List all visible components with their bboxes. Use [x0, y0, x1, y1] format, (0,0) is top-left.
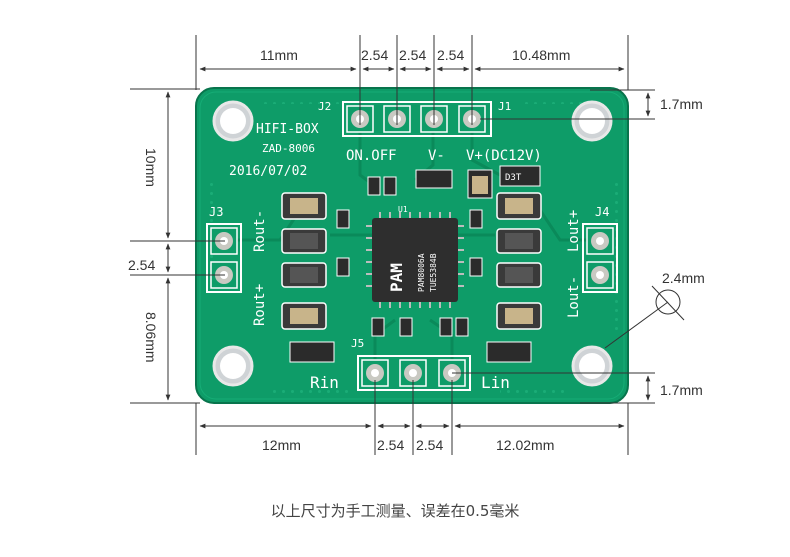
label-j3: J3 — [209, 205, 223, 219]
capacitor — [472, 176, 488, 194]
measurement-note: 以上尺寸为手工测量、误差在0.5毫米 — [270, 502, 520, 520]
label-j1: J1 — [498, 100, 511, 113]
inductors-left — [281, 192, 327, 330]
dim-top-pitch-1: 2.54 — [361, 47, 388, 63]
mounting-hole-bottom-right — [571, 345, 613, 387]
label-j4: J4 — [595, 205, 609, 219]
smd-components — [289, 165, 541, 363]
dim-left-pitch: 2.54 — [128, 257, 155, 273]
dim-left-lower: 8.06mm — [143, 312, 159, 363]
label-model: ZAD-8006 — [262, 142, 315, 155]
dim-top-pitch-3: 2.54 — [437, 47, 464, 63]
label-date: 2016/07/02 — [229, 164, 307, 179]
label-lin: Lin — [481, 373, 510, 392]
label-v-plus: V+(DC12V) — [466, 148, 542, 164]
dim-right-bottom-offset: 1.7mm — [660, 382, 703, 398]
label-j2: J2 — [318, 100, 331, 113]
dim-top-left: 11mm — [260, 47, 298, 63]
label-diode: D3T — [505, 173, 522, 183]
chip-logo: PAM — [387, 263, 406, 292]
amplifier-ic — [366, 212, 464, 308]
dim-hole-diameter: 2.4mm — [662, 270, 705, 286]
label-u1: U1 — [398, 205, 408, 214]
mounting-hole-top-right — [571, 100, 613, 142]
dim-top-pitch-2: 2.54 — [399, 47, 426, 63]
dim-right-top-offset: 1.7mm — [660, 96, 703, 112]
label-rout-plus: Rout+ — [252, 284, 268, 326]
label-rin: Rin — [310, 373, 339, 392]
label-j5: J5 — [351, 337, 364, 350]
label-lout-plus: Lout+ — [566, 210, 582, 252]
label-v-minus: V- — [428, 148, 445, 164]
header-j4 — [582, 223, 618, 293]
label-rout-minus: Rout- — [252, 210, 268, 252]
dim-bottom-left: 12mm — [262, 437, 301, 453]
dim-bottom-pitch-1: 2.54 — [377, 437, 404, 453]
dim-left-upper: 10mm — [143, 148, 159, 187]
dim-bottom-pitch-2: 2.54 — [416, 437, 443, 453]
label-on-off: ON.OFF — [346, 148, 397, 164]
dimension-lines — [130, 35, 685, 455]
mounting-hole-bottom-left — [212, 345, 254, 387]
mounting-hole-top-left — [212, 100, 254, 142]
dim-top-right: 10.48mm — [512, 47, 570, 63]
label-lout-minus: Lout- — [566, 276, 582, 318]
inductors-right — [496, 192, 542, 330]
dim-bottom-right: 12.02mm — [496, 437, 554, 453]
chip-line1: PAM8006A — [417, 253, 426, 292]
label-brand: HIFI-BOX — [256, 122, 319, 137]
chip-line2: TUE5384B — [429, 253, 438, 292]
